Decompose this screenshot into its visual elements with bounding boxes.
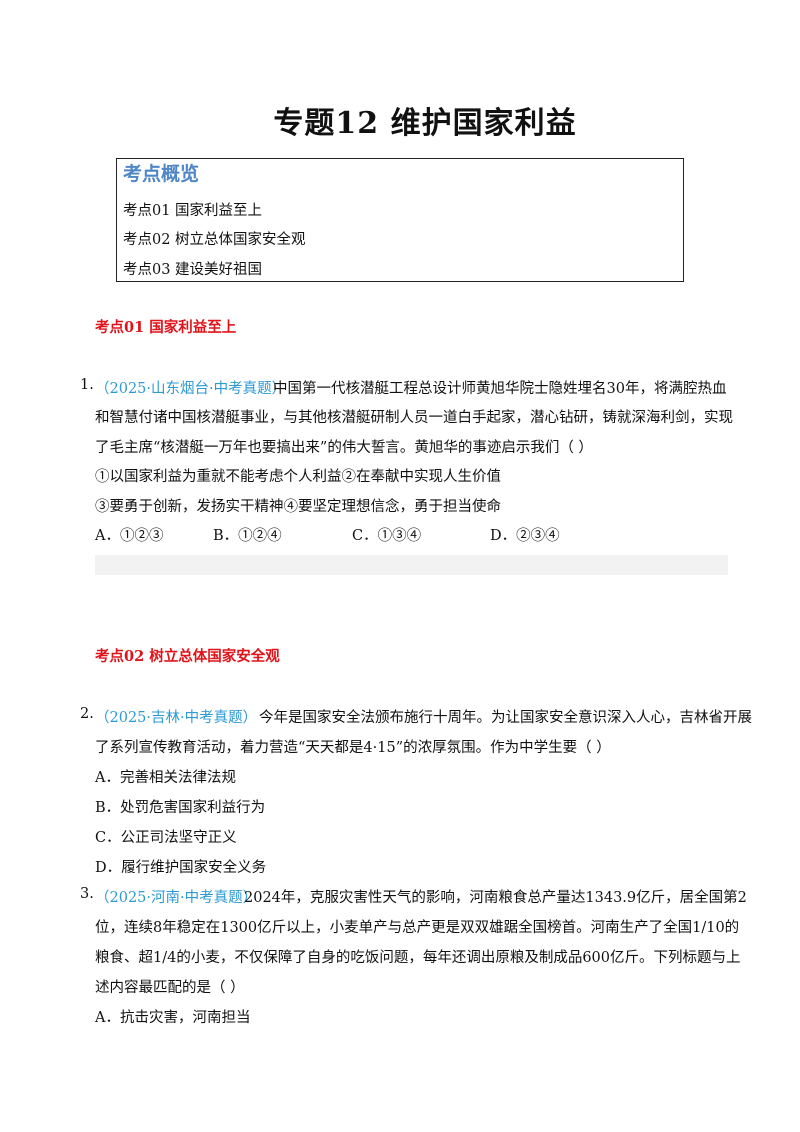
- question-3-line-4: 述内容最匹配的是（ ）: [95, 980, 245, 996]
- section-title-2: 考点02 树立总体国家安全观: [95, 648, 280, 665]
- question-1-option-d[interactable]: D．②③④: [490, 528, 560, 544]
- question-1-line-4: ①以国家利益为重就不能考虑个人利益②在奉献中实现人生价值: [95, 469, 501, 485]
- question-2-source: （2025·吉林·中考真题）: [95, 710, 258, 726]
- question-2-line-2: 了系列宣传教育活动，着力营造“天天都是4·15”的浓厚氛围。作为中学生要（ ）: [95, 740, 611, 756]
- question-1-number: 1.: [80, 377, 94, 393]
- page-title: 专题12 维护国家利益: [273, 106, 577, 141]
- question-3-line-1: 2024年，克服灾害性天气的影响，河南粮食总产量达1343.9亿斤，居全国第2: [244, 890, 747, 906]
- question-1-option-a[interactable]: A．①②③: [95, 528, 164, 544]
- question-1-line-5: ③要勇于创新，发扬实干精神④要坚定理想信念，勇于担当使命: [95, 499, 501, 515]
- overview-box: 考点概览 考点01 国家利益至上 考点02 树立总体国家安全观 考点03 建设美…: [116, 158, 684, 282]
- question-2-option-b[interactable]: B．处罚危害国家利益行为: [95, 800, 266, 816]
- question-1-option-c[interactable]: C．①③④: [352, 528, 422, 544]
- question-2-option-a[interactable]: A．完善相关法律法规: [95, 770, 236, 786]
- question-2-number: 2.: [80, 706, 94, 722]
- overview-item-3: 考点03 建设美好祖国: [123, 262, 263, 278]
- question-3-option-a[interactable]: A．抗击灾害，河南担当: [95, 1010, 251, 1026]
- question-3-source: （2025·河南·中考真题）: [95, 890, 258, 906]
- question-2-option-d[interactable]: D．履行维护国家安全义务: [95, 860, 267, 876]
- question-3-line-2: 位，连续8年稳定在1300亿斤以上，小麦单产与总产更是双双雄踞全国榜首。河南生产…: [95, 920, 740, 936]
- question-1-option-b[interactable]: B．①②④: [213, 528, 282, 544]
- question-3-number: 3.: [80, 886, 94, 902]
- question-2-line-1: 今年是国家安全法颁布施行十周年。为让国家安全意识深入人心，吉林省开展: [259, 710, 752, 726]
- overview-heading: 考点概览: [123, 163, 200, 185]
- question-1-line-3: 了毛主席“核潜艇一万年也要搞出来”的伟大誓言。黄旭华的事迹启示我们（ ）: [95, 440, 593, 456]
- question-2-option-c[interactable]: C．公正司法坚守正义: [95, 830, 237, 846]
- question-3-line-3: 粮食、超1/4的小麦，不仅保障了自身的吃饭问题，每年还调出原粮及制成品600亿斤…: [95, 950, 741, 966]
- question-1-line-2: 和智慧付诸中国核潜艇事业，与其他核潜艇研制人员一道白手起家，潜心钻研，铸就深海利…: [95, 410, 733, 426]
- overview-item-2: 考点02 树立总体国家安全观: [123, 232, 306, 248]
- question-1-source: （2025·山东烟台·中考真题）: [95, 381, 287, 397]
- question-1-line-1: 中国第一代核潜艇工程总设计师黄旭华院士隐姓埋名30年，将满腔热血: [273, 381, 727, 397]
- section-title-1: 考点01 国家利益至上: [95, 319, 237, 336]
- answer-area: [95, 555, 728, 575]
- overview-item-1: 考点01 国家利益至上: [123, 203, 263, 219]
